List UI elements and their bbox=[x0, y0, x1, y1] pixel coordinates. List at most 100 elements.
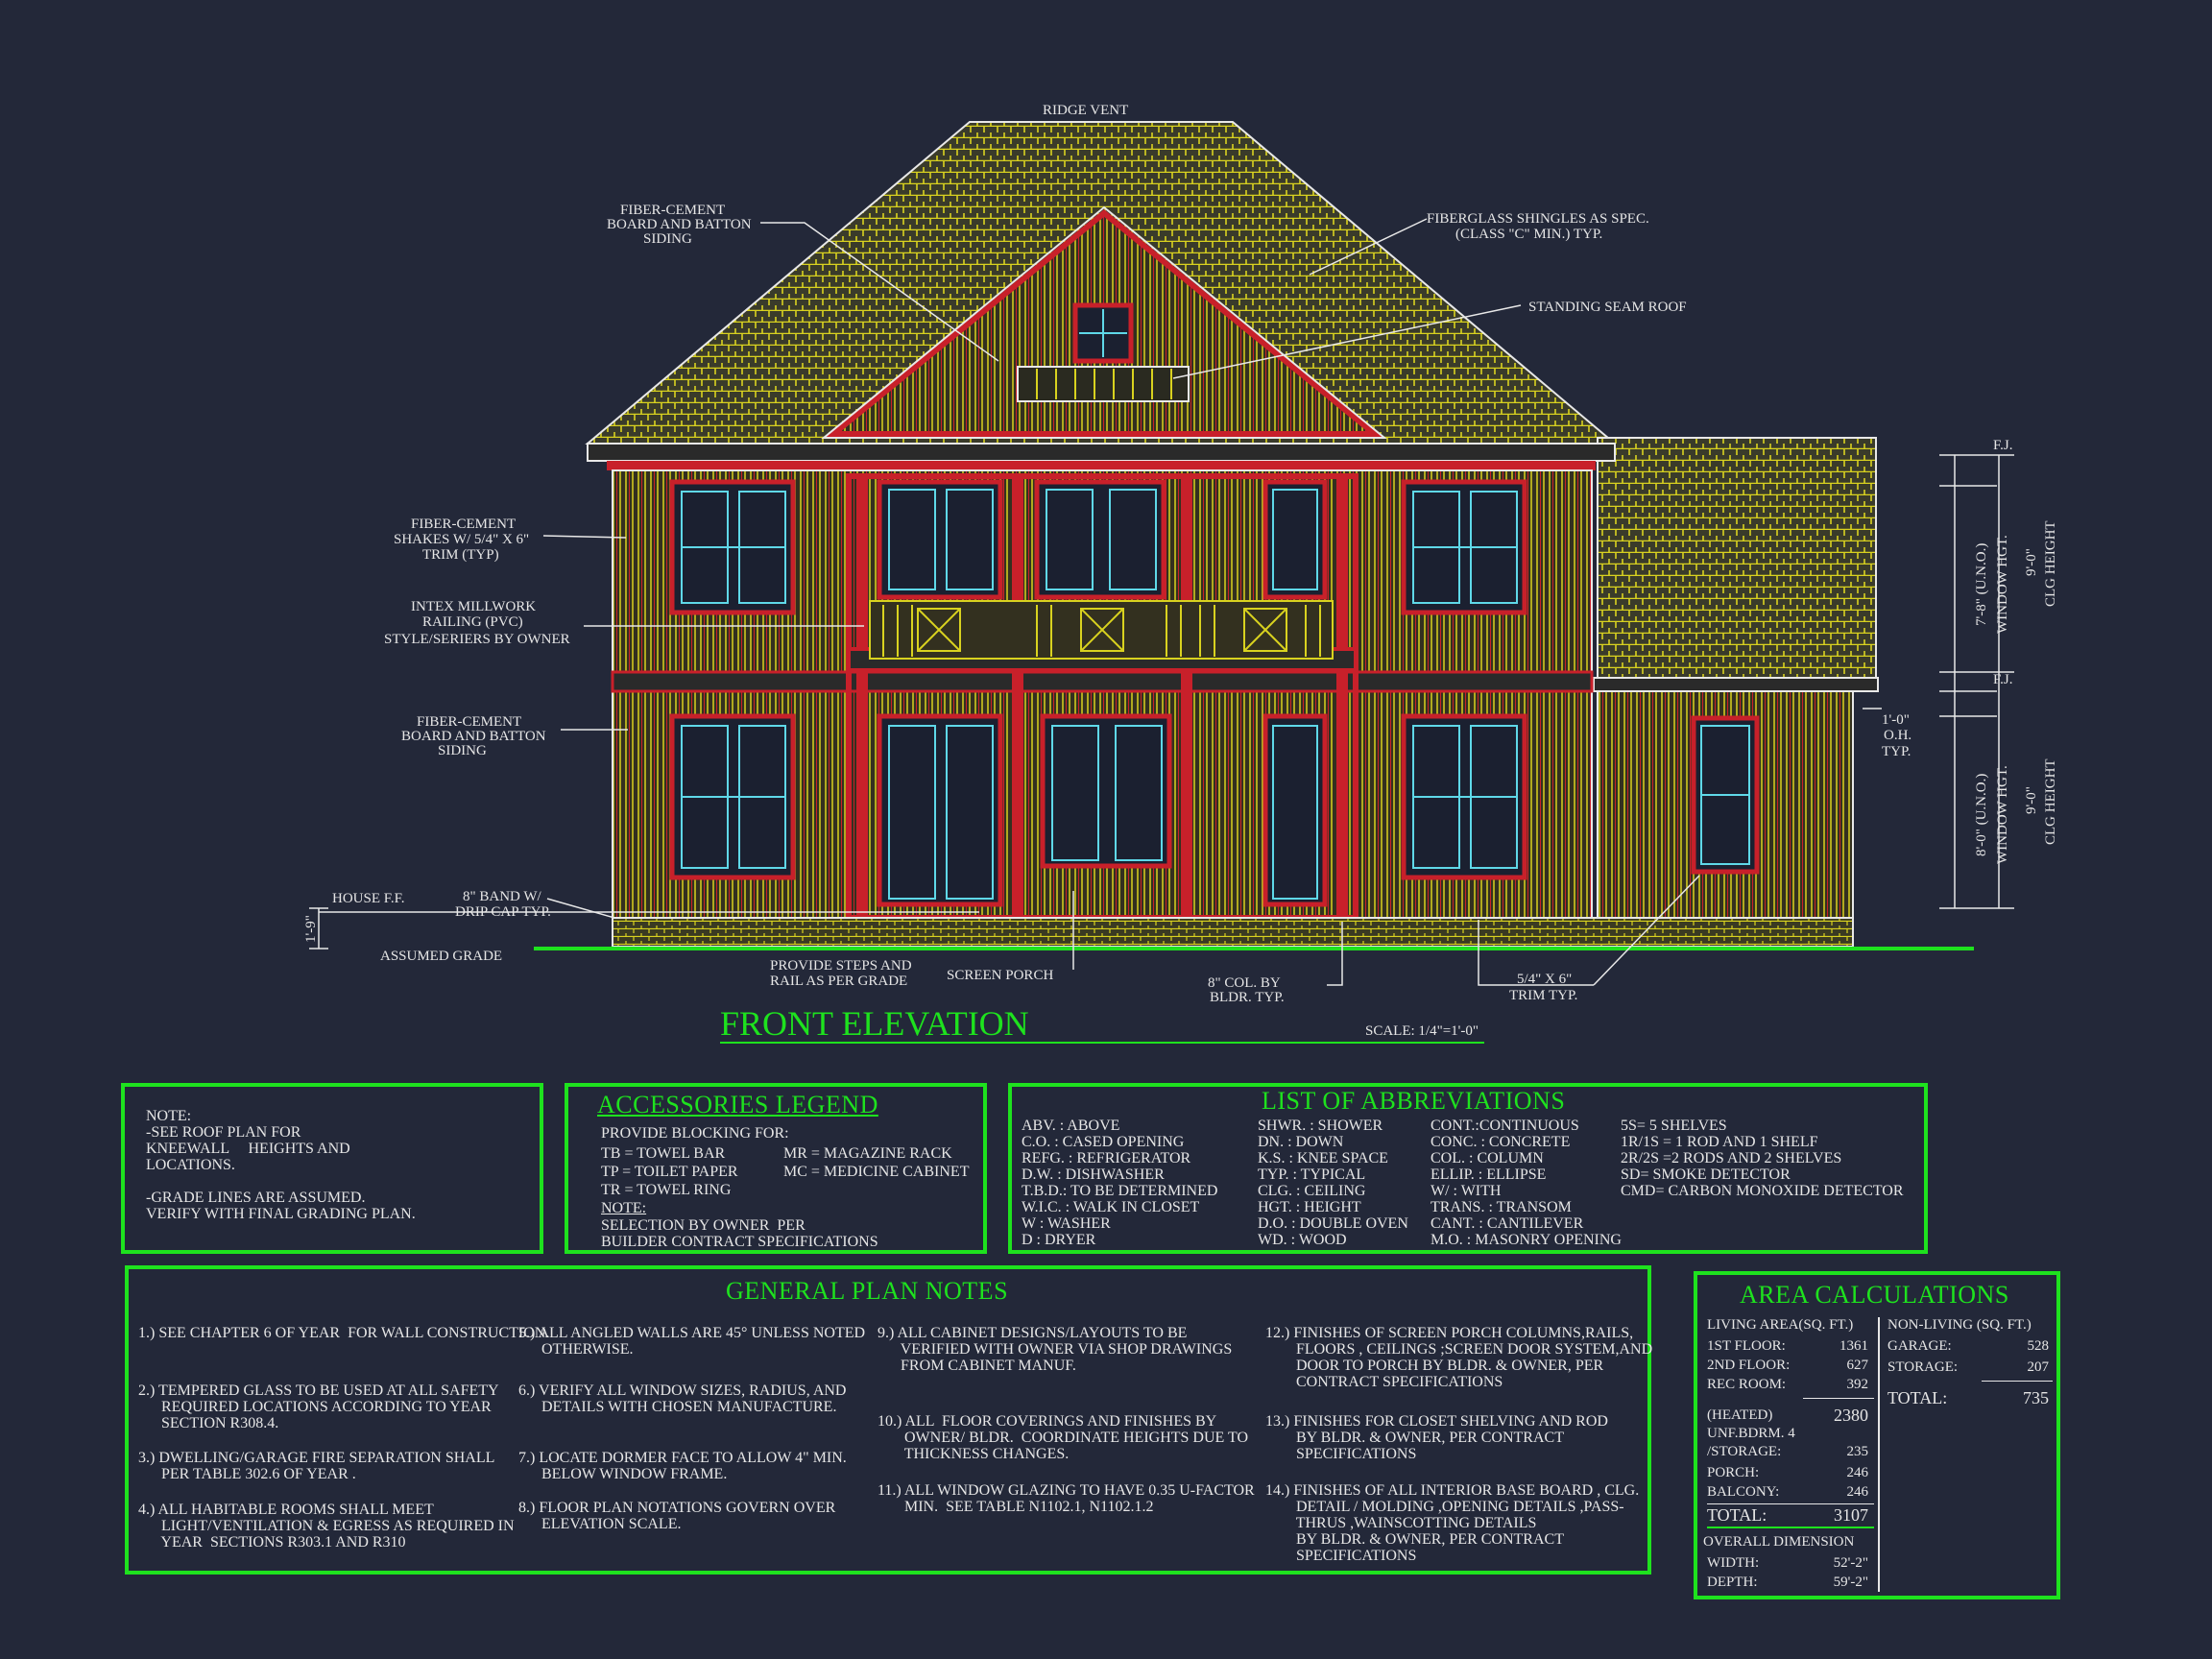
eave-dentils bbox=[607, 461, 1596, 470]
unf-value: 235 bbox=[1846, 1444, 1869, 1459]
standing-seam-roof bbox=[1017, 366, 1190, 402]
shingles-label-1: FIBERGLASS SHINGLES AS SPEC. bbox=[1427, 211, 1649, 227]
note-9: 9.) ALL CABINET DESIGNS/LAYOUTS TO BE VE… bbox=[878, 1325, 1233, 1374]
general-notes-title: GENERAL PLAN NOTES bbox=[726, 1277, 1009, 1305]
area-box: AREA CALCULATIONS LIVING AREA(SQ. FT.) N… bbox=[1694, 1271, 2060, 1599]
note-4: 4.) ALL HABITABLE ROOMS SHALL MEET LIGHT… bbox=[138, 1502, 515, 1551]
living-1-label: 1ST FLOOR: bbox=[1707, 1338, 1786, 1354]
note-3: 3.) DWELLING/GARAGE FIRE SEPARATION SHAL… bbox=[138, 1450, 495, 1482]
grade-dim-label: 1'-9" bbox=[303, 915, 319, 943]
garage-value: 528 bbox=[2027, 1338, 2050, 1354]
note-13: 13.) FINISHES FOR CLOSET SHELVING AND RO… bbox=[1265, 1413, 1608, 1462]
clg-dim-2-label: 9'-0" bbox=[2024, 548, 2039, 576]
depth-label: DEPTH: bbox=[1707, 1575, 1758, 1590]
shingles-label-2: (CLASS "C" MIN.) TYP. bbox=[1455, 227, 1602, 242]
note-14: 14.) FINISHES OF ALL INTERIOR BASE BOARD… bbox=[1265, 1482, 1640, 1564]
shakes-label-3: TRIM (TYP) bbox=[422, 547, 499, 563]
eave-fascia bbox=[587, 443, 1616, 462]
accessories-box: ACCESSORIES LEGEND PROVIDE BLOCKING FOR:… bbox=[565, 1083, 987, 1254]
dimension-lines bbox=[309, 454, 2014, 950]
note-5: 5.) ALL ANGLED WALLS ARE 45° UNLESS NOTE… bbox=[518, 1325, 866, 1358]
nl-total-value: 735 bbox=[2023, 1388, 2049, 1407]
house-ff-label: HOUSE F.F. bbox=[332, 891, 405, 906]
general-notes-box: GENERAL PLAN NOTES 1.) SEE CHAPTER 6 OF … bbox=[125, 1265, 1653, 1575]
assumed-grade-label: ASSUMED GRADE bbox=[380, 949, 502, 964]
windows bbox=[669, 479, 1760, 907]
railing-label-3: STYLE/SERIERS BY OWNER bbox=[384, 632, 570, 647]
note-2: 2.) TEMPERED GLASS TO BE USED AT ALL SAF… bbox=[138, 1382, 499, 1431]
accessories-note-text: SELECTION BY OWNER PER BUILDER CONTRACT … bbox=[601, 1217, 878, 1250]
shakes-label-2: SHAKES W/ 5/4" X 6" bbox=[394, 532, 529, 547]
accessories-col2: MR = MAGAZINE RACK MC = MEDICINE CABINET bbox=[783, 1145, 970, 1180]
note-10: 10.) ALL FLOOR COVERINGS AND FINISHES BY… bbox=[878, 1413, 1249, 1462]
note-12: 12.) FINISHES OF SCREEN PORCH COLUMNS,RA… bbox=[1265, 1325, 1653, 1390]
width-label: WIDTH: bbox=[1707, 1555, 1760, 1571]
porch-label: PORCH: bbox=[1707, 1465, 1760, 1480]
floor-band bbox=[611, 670, 1594, 693]
balcony-value: 246 bbox=[1846, 1484, 1869, 1500]
total-value: 3107 bbox=[1834, 1505, 1868, 1525]
col-label-1: 8" COL. BY bbox=[1208, 975, 1281, 991]
living-3-label: REC ROOM: bbox=[1707, 1377, 1787, 1392]
accessories-lead: PROVIDE BLOCKING FOR: bbox=[601, 1125, 789, 1142]
nonliving-head: NON-LIVING (SQ. FT.) bbox=[1887, 1317, 2032, 1333]
porch-value: 246 bbox=[1846, 1465, 1869, 1480]
ridge-vent-label: RIDGE VENT bbox=[1043, 103, 1128, 118]
living-2-value: 627 bbox=[1846, 1358, 1869, 1373]
fj-top-label: F.J. bbox=[1993, 438, 2012, 453]
fiber-cement-top-3: SIDING bbox=[643, 231, 692, 247]
garage-roof bbox=[1597, 437, 1877, 679]
note-6: 6.) VERIFY ALL WINDOW SIZES, RADIUS, AND… bbox=[518, 1382, 847, 1415]
area-title: AREA CALCULATIONS bbox=[1740, 1281, 2009, 1309]
balcony-label: BALCONY: bbox=[1707, 1484, 1780, 1500]
abbreviations-title: LIST OF ABBREVIATIONS bbox=[1262, 1087, 1566, 1115]
oh-label-2: O.H. bbox=[1884, 728, 1911, 743]
living-2-label: 2ND FLOOR: bbox=[1707, 1358, 1791, 1373]
standing-seam-ribs bbox=[1036, 369, 1172, 399]
elevation-title: FRONT ELEVATION bbox=[720, 1004, 1029, 1043]
total-rule bbox=[1707, 1503, 1874, 1504]
abbreviations-col3: CONT.:CONTINUOUS CONC. : CONCRETE COL. :… bbox=[1431, 1118, 1622, 1248]
band-label-1: 8" BAND W/ bbox=[463, 889, 542, 904]
total-label: TOTAL: bbox=[1707, 1505, 1767, 1525]
gable-trim bbox=[821, 205, 1387, 439]
width-value: 52'-2" bbox=[1833, 1555, 1868, 1571]
railing-label-1: INTEX MILLWORK bbox=[411, 599, 536, 614]
foundation bbox=[612, 917, 1854, 948]
living-1-value: 1361 bbox=[1839, 1338, 1868, 1354]
heated-value: 2380 bbox=[1834, 1406, 1868, 1425]
note-box: NOTE: -SEE ROOF PLAN FOR KNEEWALL HEIGHT… bbox=[121, 1083, 543, 1254]
living-head: LIVING AREA(SQ. FT.) bbox=[1707, 1317, 1854, 1333]
clg-dim-1-label: 9'-0" bbox=[2024, 786, 2039, 814]
abbreviations-col1: ABV. : ABOVE C.O. : CASED OPENING REFG. … bbox=[1022, 1118, 1218, 1248]
garage-label: GARAGE: bbox=[1887, 1338, 1952, 1354]
steps-label-1: PROVIDE STEPS AND bbox=[770, 958, 912, 974]
note-8: 8.) FLOOR PLAN NOTATIONS GOVERN OVER ELE… bbox=[518, 1500, 836, 1532]
porch-columns bbox=[856, 476, 1348, 918]
col-label-2: BLDR. TYP. bbox=[1210, 990, 1285, 1005]
fiber-cement-low-3: SIDING bbox=[438, 743, 487, 758]
accessories-note-label: NOTE: bbox=[601, 1200, 647, 1216]
trim-label-1: 5/4" X 6" bbox=[1517, 972, 1572, 987]
railing-panels bbox=[917, 608, 1287, 652]
storage-label: STORAGE: bbox=[1887, 1359, 1959, 1375]
note-text: NOTE: -SEE ROOF PLAN FOR KNEEWALL HEIGHT… bbox=[146, 1108, 416, 1222]
gable-window-muntins bbox=[1079, 309, 1127, 357]
fiber-cement-top-2: BOARD AND BATTON bbox=[607, 217, 752, 232]
leader-lines bbox=[319, 218, 1700, 986]
nl-total-label: TOTAL: bbox=[1887, 1388, 1948, 1407]
fiber-cement-top-1: FIBER-CEMENT bbox=[620, 203, 725, 218]
standing-seam-label: STANDING SEAM ROOF bbox=[1528, 300, 1687, 315]
nl-total-rule bbox=[1982, 1381, 2053, 1382]
abbreviations-col2: SHWR. : SHOWER DN. : DOWN K.S. : KNEE SP… bbox=[1258, 1118, 1408, 1248]
fiber-cement-low-1: FIBER-CEMENT bbox=[417, 714, 521, 730]
accessories-title: ACCESSORIES LEGEND bbox=[597, 1091, 878, 1118]
railing-balusters bbox=[882, 605, 1321, 657]
depth-value: 59'-2" bbox=[1833, 1575, 1868, 1590]
clg-height-1-label: CLG HEIGHT bbox=[2043, 758, 2058, 845]
shakes-label-1: FIBER-CEMENT bbox=[411, 517, 516, 532]
note-1: 1.) SEE CHAPTER 6 OF YEAR FOR WALL CONST… bbox=[138, 1325, 550, 1341]
overall-head: OVERALL DIMENSION bbox=[1703, 1534, 1855, 1550]
fiber-cement-low-2: BOARD AND BATTON bbox=[401, 729, 546, 744]
